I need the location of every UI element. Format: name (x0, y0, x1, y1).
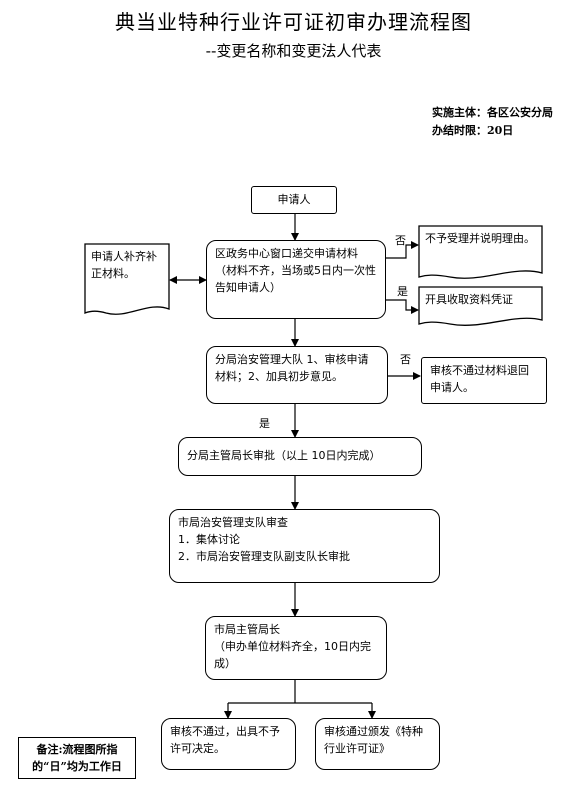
node-window-text: 区政务中心窗口递交申请材料（材料不齐，当场或5日内一次性告知申请人） (215, 247, 376, 294)
node-director-text: 分局主管局长审批（以上 10日内完成） (187, 449, 381, 462)
node-receipt: 开具收取资料凭证 (418, 286, 543, 330)
page-subtitle: --变更名称和变更法人代表 (205, 42, 382, 60)
arrow-window-receipt (386, 299, 419, 314)
node-issue: 审核通过颁发《特种行业许可证》 (315, 718, 440, 770)
node-detachment-item-2: 2．市局治安管理支队副支队长审批 (178, 550, 350, 563)
implementation-info: 实施主体：各区公安分局 办结时限：20日 (432, 104, 553, 140)
node-deny-text: 审核不通过，出具不予许可决定。 (170, 725, 280, 755)
node-return-text: 审核不通过材料退回申请人。 (430, 364, 529, 394)
page-title: 典当业特种行业许可证初审办理流程图 (115, 10, 472, 34)
node-city-director: 市局主管局长 （申办单位材料齐全，10日内完成） (205, 616, 387, 680)
time-limit: 办结时限：20日 (432, 124, 514, 137)
node-reject-explain: 不予受理并说明理由。 (418, 225, 543, 283)
footnote: 备注:流程图所指的“日”均为工作日 (18, 737, 136, 779)
node-receipt-shape (418, 286, 543, 326)
node-receipt-text: 开具收取资料凭证 (425, 293, 513, 306)
node-brigade: 分局治安管理大队 1、审核申请材料；2、加具初步意见。 (206, 346, 388, 404)
node-city-director-note: （申办单位材料齐全，10日内完成） (214, 640, 371, 670)
node-applicant: 申请人 (251, 186, 337, 214)
label-no-2: 否 (400, 353, 411, 366)
node-detachment-item-1: 1．集体讨论 (178, 533, 240, 546)
node-supplement: 申请人补齐补正材料。 (84, 243, 170, 321)
node-detachment-title: 市局治安管理支队审查 (178, 516, 288, 529)
node-supplement-shape (84, 243, 170, 315)
label-yes-1: 是 (397, 285, 408, 298)
node-brigade-text: 分局治安管理大队 1、审核申请材料；2、加具初步意见。 (215, 353, 369, 383)
node-applicant-text: 申请人 (277, 193, 311, 206)
label-yes-2: 是 (259, 417, 270, 430)
node-detachment: 市局治安管理支队审查 1．集体讨论 2．市局治安管理支队副支队长审批 (169, 509, 440, 583)
node-city-director-title: 市局主管局长 (214, 623, 280, 636)
node-reject-explain-text: 不予受理并说明理由。 (425, 232, 535, 245)
footnote-text: 备注:流程图所指的“日”均为工作日 (32, 743, 122, 773)
node-window: 区政务中心窗口递交申请材料（材料不齐，当场或5日内一次性告知申请人） (206, 240, 386, 319)
arrow-window-reject (386, 241, 419, 259)
node-deny: 审核不通过，出具不予许可决定。 (161, 718, 296, 770)
node-supplement-text: 申请人补齐补正材料。 (91, 250, 157, 280)
implementing-body: 实施主体：各区公安分局 (432, 106, 553, 119)
node-issue-text: 审核通过颁发《特种行业许可证》 (324, 725, 423, 755)
label-no-1: 否 (395, 234, 406, 247)
node-return: 审核不通过材料退回申请人。 (421, 357, 547, 404)
node-director: 分局主管局长审批（以上 10日内完成） (178, 437, 422, 476)
node-reject-explain-shape (418, 225, 543, 279)
